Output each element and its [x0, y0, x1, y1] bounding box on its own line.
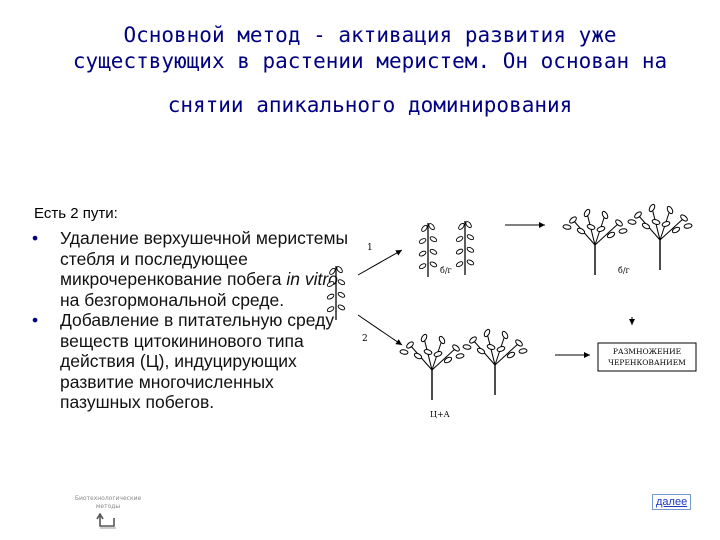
page-title-line-2: существующих в растении меристем. Он осн… — [40, 46, 700, 76]
hormone-free-label-1: б/г — [440, 266, 452, 275]
bullet-text-part: на безгормональной среде. — [60, 290, 284, 310]
return-arrow-icon[interactable] — [96, 513, 120, 531]
multiplied-shoots — [400, 333, 465, 400]
cytokinin-label: Ц+А — [430, 410, 450, 419]
next-button[interactable]: далее — [652, 494, 691, 510]
intro-text: Есть 2 пути: — [34, 205, 118, 222]
bullet-dot-icon: • — [32, 228, 38, 249]
back-link[interactable]: Биотехнологические методы — [68, 495, 148, 531]
propagation-box-line2: ЧЕРЕНКОВАНИЕМ — [608, 358, 686, 367]
list-item: • Добавление в питательную среду веществ… — [30, 310, 355, 413]
page-title-line-3: снятии апикального доминирования — [40, 90, 700, 120]
rooted-plants — [563, 208, 628, 275]
bullet-dot-icon: • — [32, 310, 38, 331]
propagation-box-line1: РАЗМНОЖЕНИЕ — [613, 347, 681, 356]
bullet-text-part: Добавление в питательную среду веществ ц… — [60, 310, 334, 412]
back-link-label[interactable]: Биотехнологические методы — [68, 495, 148, 511]
micropropagation-diagram: 1 б/г б/г 2 Ц+А РАЗМНОЖЕНИЕ ЧЕРЕНКОВАНИЕ… — [320, 195, 720, 435]
path-2-label: 2 — [362, 334, 368, 344]
method-list: • Удаление верхушечной меристемы стебля … — [30, 228, 355, 413]
source-shoot — [326, 266, 345, 320]
next-link[interactable]: далее — [652, 494, 691, 510]
path-1-label: 1 — [367, 243, 373, 253]
arrow-path-1 — [358, 250, 402, 275]
list-item: • Удаление верхушечной меристемы стебля … — [30, 228, 355, 310]
cut-shoots — [418, 223, 437, 277]
hormone-free-label-2: б/г — [618, 266, 630, 275]
